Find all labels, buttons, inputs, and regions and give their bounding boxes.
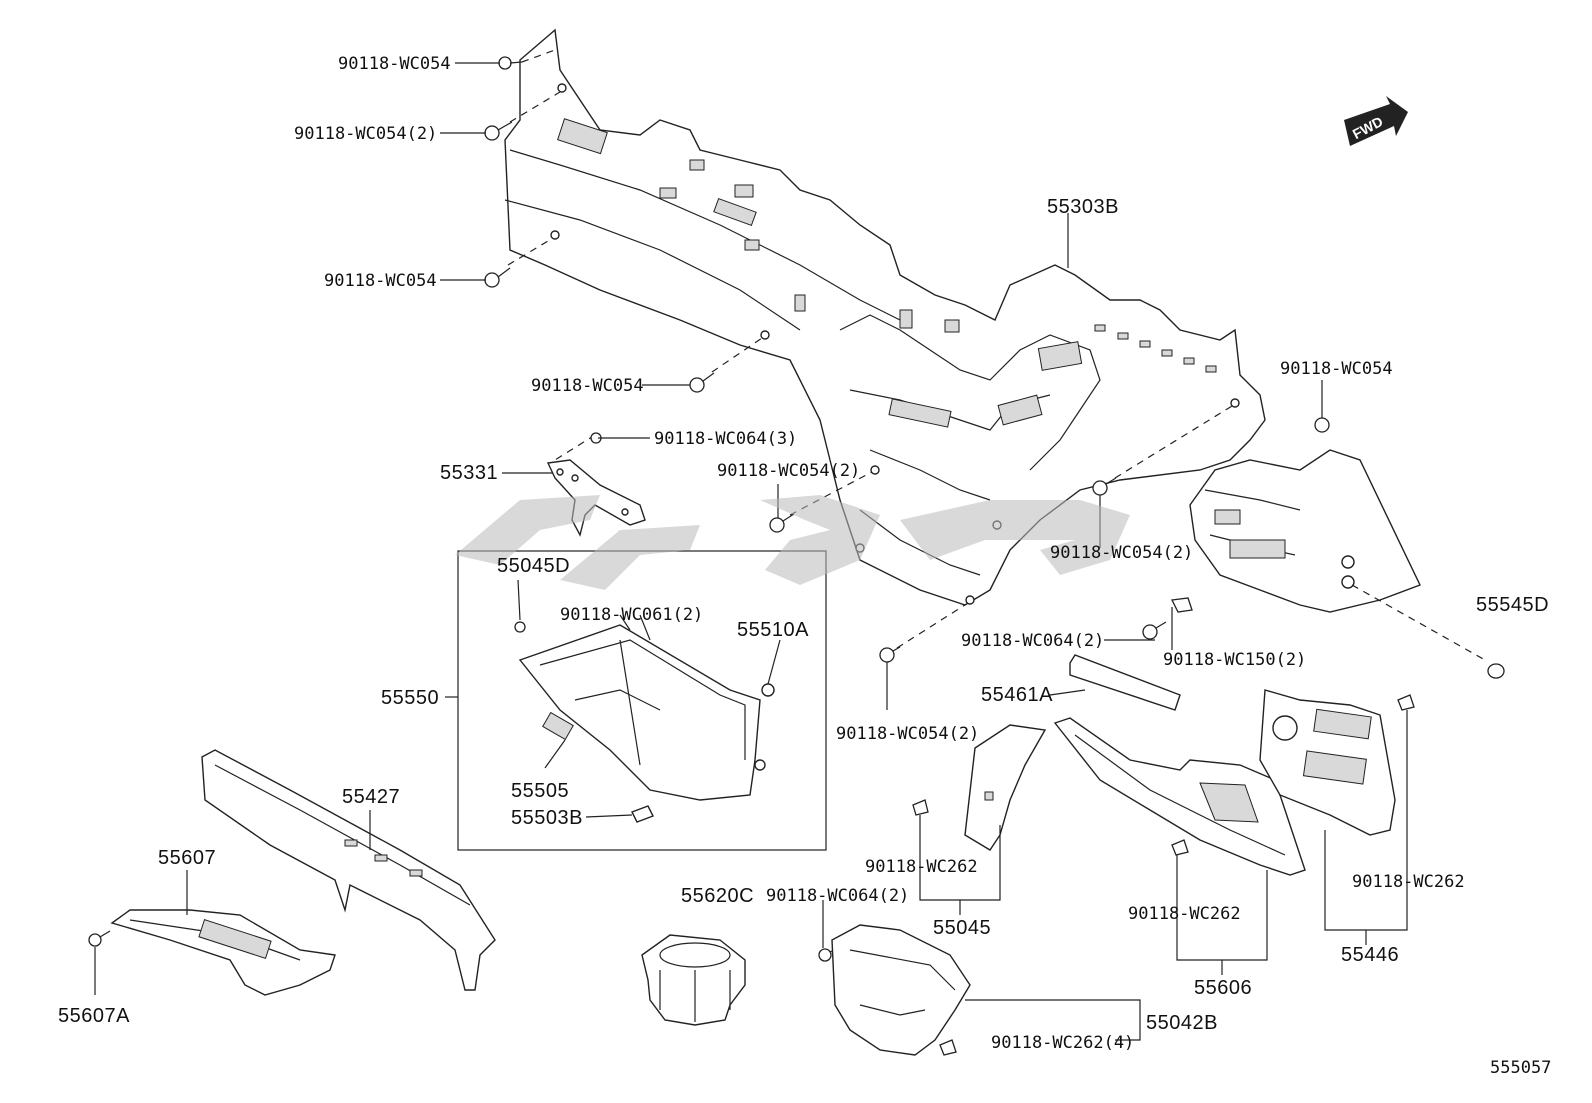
lower-finish-panel-55606: [1053, 717, 1306, 876]
label-part-55550: 55550: [381, 687, 440, 709]
label-screw-top-2: 90118-WC054(2): [294, 124, 438, 144]
label-part-55503B: 55503B: [511, 807, 583, 829]
label-clip-262-a: 90118-WC262: [865, 857, 978, 877]
label-clip-262-b: 90118-WC262: [1128, 904, 1241, 924]
label-screw-top: 90118-WC054: [338, 54, 451, 74]
screws: [88, 56, 1505, 1056]
label-part-55045: 55045: [933, 917, 992, 939]
label-part-55045D: 55045D: [497, 555, 571, 577]
label-screw-bottom-2: 90118-WC054(2): [836, 724, 980, 744]
clip-icon: [939, 1039, 957, 1056]
label-screw-wc150: 90118-WC150(2): [1163, 650, 1307, 670]
leader-lines: [94, 62, 1408, 1041]
watermark-logo: [455, 495, 1130, 590]
label-screw-left-mid: 90118-WC054: [324, 271, 437, 291]
cup-holder-55620C: [641, 934, 746, 1026]
label-screw-center-low: 90118-WC054: [531, 376, 644, 396]
screw-icon: [1314, 417, 1330, 433]
screw-icon: [769, 513, 795, 533]
screw-icon: [514, 621, 526, 633]
label-part-55042B: 55042B: [1146, 1012, 1218, 1034]
trim-strip-55461A: [1069, 654, 1181, 711]
label-part-55331: 55331: [440, 462, 499, 484]
label-screw-wc061: 90118-WC061(2): [560, 605, 704, 625]
label-part-55461A: 55461A: [981, 684, 1053, 706]
screw-icon: [1092, 477, 1117, 496]
clip-icon: [912, 799, 929, 816]
label-part-55606: 55606: [1194, 977, 1253, 999]
lower-panel-55427: [201, 749, 496, 991]
label-screw-right-2: 90118-WC054(2): [1050, 543, 1194, 563]
screw-icon: [689, 372, 715, 393]
slot-row: [1094, 324, 1217, 373]
label-part-55607A: 55607A: [58, 1005, 130, 1027]
screw-icon: [88, 930, 111, 947]
right-end-bracket: [1189, 449, 1421, 613]
label-part-55446: 55446: [1341, 944, 1400, 966]
label-clip-262-4: 90118-WC262(4): [991, 1033, 1135, 1053]
label-part-55607: 55607: [158, 847, 217, 869]
screw-icon: [818, 946, 841, 962]
label-part-55505: 55505: [511, 780, 570, 802]
screw-icon: [484, 121, 513, 141]
instrument-panel-reinforcement: [504, 28, 1266, 606]
center-lower-panel-55042B: [831, 924, 971, 1056]
label-screw-wc064-3: 90118-WC064(3): [654, 429, 798, 449]
screw-icon: [498, 56, 523, 70]
side-trim-55045: [964, 724, 1047, 851]
cap-icon: [1487, 663, 1505, 679]
right-side-panel-55446: [1259, 689, 1396, 836]
label-screw-wc064-2b: 90118-WC064(2): [766, 886, 910, 906]
label-screw-right-top: 90118-WC054: [1280, 359, 1393, 379]
figure-number: 555057: [1490, 1058, 1552, 1078]
screw-icon: [879, 646, 901, 663]
label-screw-wc064-2: 90118-WC064(2): [961, 631, 1105, 651]
label-clip-262-c: 90118-WC262: [1352, 872, 1465, 892]
label-screw-center-2: 90118-WC054(2): [717, 461, 861, 481]
label-part-55427: 55427: [342, 786, 401, 808]
label-part-55303B: 55303B: [1047, 196, 1119, 218]
glove-box-door: [518, 624, 775, 801]
under-cover-55607: [110, 909, 336, 996]
forward-arrow-icon: FWD: [1344, 96, 1408, 146]
screw-icon: [484, 267, 511, 288]
screw-icon: [1142, 621, 1167, 640]
label-part-55620C: 55620C: [681, 885, 755, 907]
label-part-55545D: 55545D: [1476, 594, 1550, 616]
clip-icon: [1397, 694, 1415, 711]
label-part-55510A: 55510A: [737, 619, 809, 641]
clip-icon: [1171, 597, 1193, 613]
clip-icon: [1171, 839, 1189, 856]
lock-cylinder-55503B: [631, 805, 654, 823]
